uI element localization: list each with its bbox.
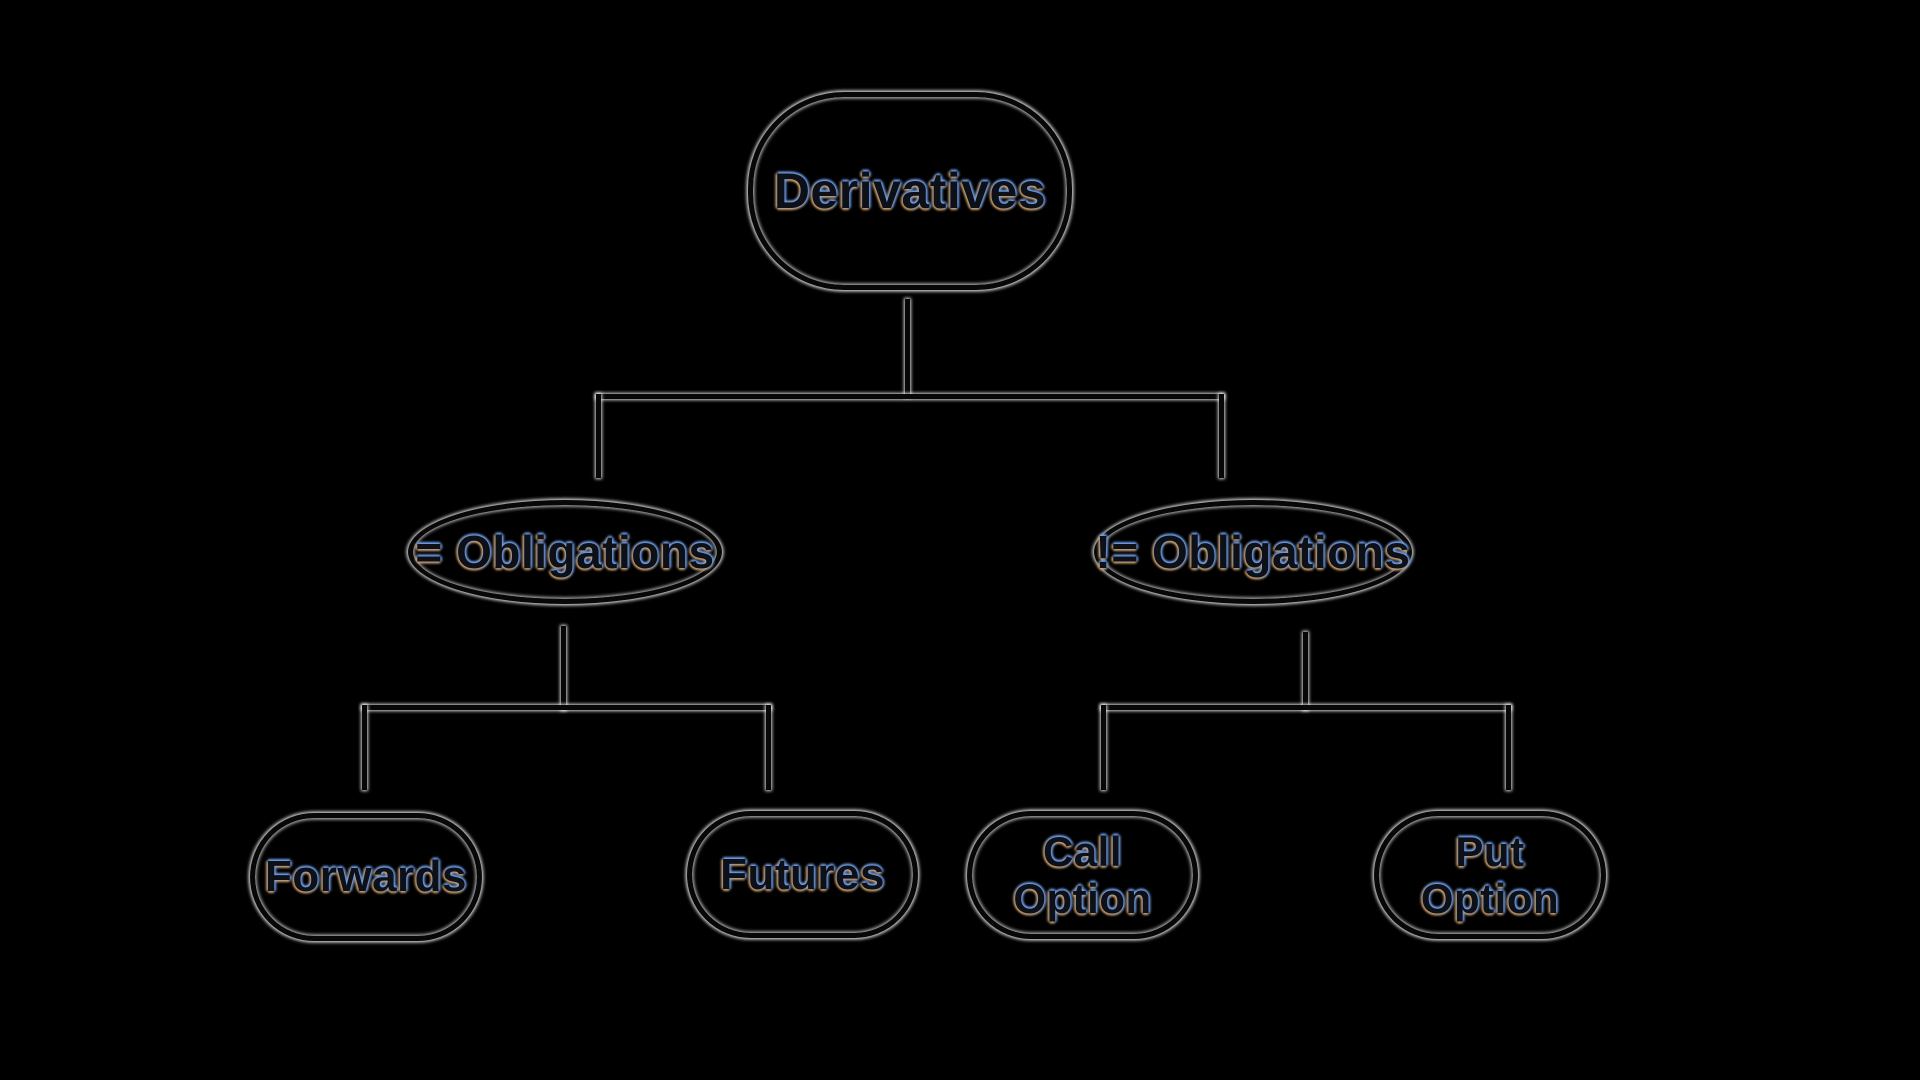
edge-derivatives-stem (905, 299, 910, 397)
node-call-option: Call Option (967, 811, 1198, 939)
node-call-option-line1: Call (1042, 827, 1122, 875)
edge-eq-obligations-crossbar (362, 705, 771, 710)
node-derivatives-label: Derivatives (773, 163, 1047, 219)
node-forwards: Forwards (250, 813, 482, 941)
node-neq-obligations: != Obligations (1094, 500, 1412, 604)
node-eq-obligations-label: = Obligations (415, 526, 715, 578)
edge-drop-neq-obligations (1219, 394, 1224, 478)
node-put-option-line2: Option (1420, 875, 1560, 922)
edge-drop-futures (766, 705, 771, 790)
edge-neq-obligations-crossbar (1101, 705, 1511, 710)
node-futures: Futures (687, 811, 918, 938)
edge-eq-obligations-stem (561, 626, 566, 710)
edge-drop-eq-obligations (596, 394, 601, 478)
edge-drop-call-option (1101, 705, 1106, 790)
edge-derivatives-crossbar (596, 394, 1224, 399)
node-neq-obligations-label: != Obligations (1095, 526, 1411, 578)
node-put-option-label: Put Option (1421, 828, 1559, 922)
node-call-option-line2: Option (1013, 875, 1152, 922)
edge-drop-forwards (362, 705, 367, 790)
node-futures-label: Futures (720, 849, 885, 899)
node-eq-obligations: = Obligations (408, 500, 722, 604)
node-derivatives: Derivatives (748, 92, 1072, 290)
edge-neq-obligations-stem (1303, 632, 1308, 710)
node-put-option: Put Option (1374, 811, 1606, 939)
node-call-option-label: Call Option (1013, 828, 1151, 922)
node-forwards-label: Forwards (264, 852, 468, 901)
node-put-option-line1: Put (1455, 827, 1525, 875)
edge-drop-put-option (1506, 705, 1511, 790)
